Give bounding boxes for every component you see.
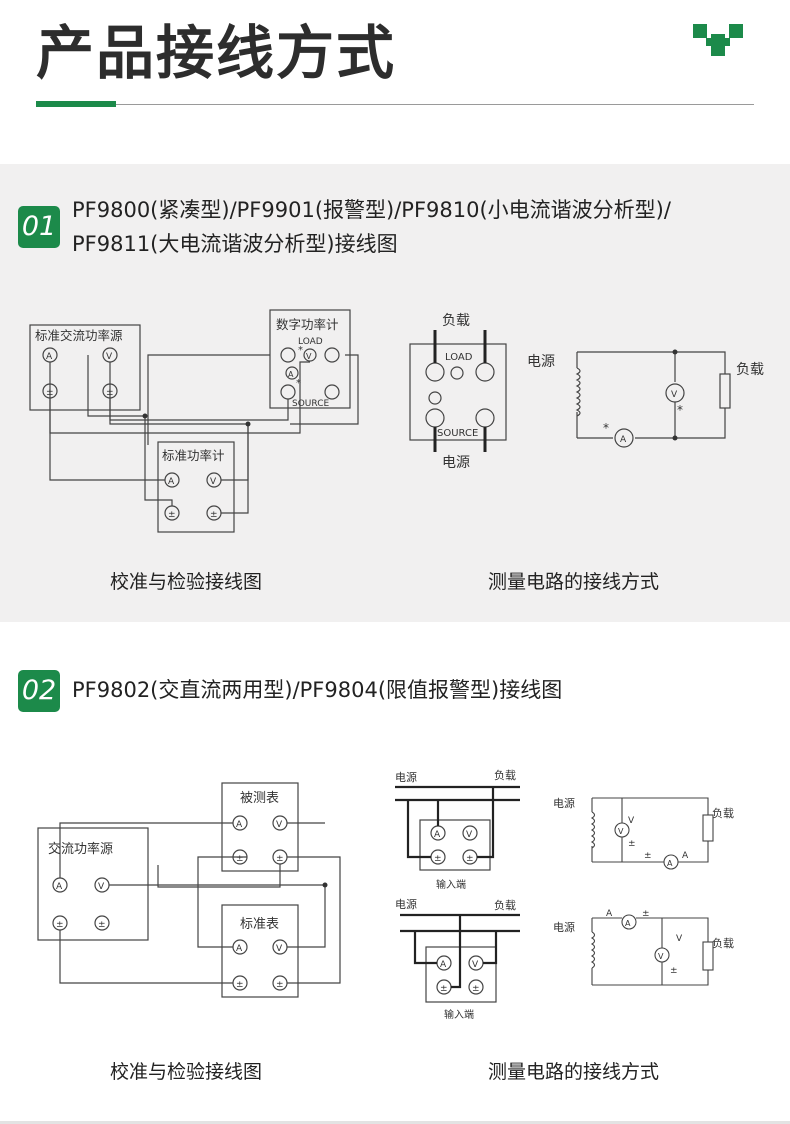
svg-text:A: A xyxy=(667,859,673,868)
section-1-schematic-diagram: 电源 负载 V A * * xyxy=(527,349,764,448)
a-terminal-label: A xyxy=(168,477,175,487)
section-2-calibration-diagram: 交流功率源 被测表 标准表 A V ± ± A V ± ± A V ± ± xyxy=(37,782,341,998)
section-2-input-block-diagram: 电源 负载 输入端 电源 负载 输入端 A V ± ± A V ± ± xyxy=(395,768,520,1021)
svg-text:A: A xyxy=(682,851,689,861)
page-title: 产品接线方式 xyxy=(36,19,397,87)
svg-text:±: ± xyxy=(466,854,474,864)
svg-text:±: ± xyxy=(434,854,442,864)
under-test-meter-label: 被测表 xyxy=(240,791,279,806)
footer-divider xyxy=(0,1121,790,1124)
svg-text:±: ± xyxy=(472,984,480,994)
pm-terminal-label: ± xyxy=(106,388,114,398)
header-divider xyxy=(36,104,754,105)
ac-source-label: 交流功率源 xyxy=(48,841,113,857)
svg-text:±: ± xyxy=(644,851,652,861)
v-terminal-label: V xyxy=(210,477,217,487)
svg-text:±: ± xyxy=(276,854,284,864)
svg-text:V: V xyxy=(671,390,678,400)
section-1-caption-left: 校准与检验接线图 xyxy=(110,571,263,593)
svg-text:±: ± xyxy=(440,984,448,994)
power-label: 电源 xyxy=(395,897,417,911)
svg-text:±: ± xyxy=(642,909,650,919)
svg-text:*: * xyxy=(603,421,609,435)
svg-text:V: V xyxy=(628,816,635,826)
load-terminal-label: LOAD xyxy=(298,337,323,347)
svg-text:V: V xyxy=(472,960,479,970)
section-2-caption-left: 校准与检验接线图 xyxy=(110,1061,263,1083)
input-terminal-label: 输入端 xyxy=(444,1008,474,1021)
std-ac-source-label: 标准交流功率源 xyxy=(35,328,123,343)
section-1-heading-line1: PF9800(紧凑型)/PF9901(报警型)/PF9810(小电流谐波分析型)… xyxy=(72,198,671,222)
section-1-background xyxy=(0,164,790,622)
section-1-heading-line2: PF9811(大电流谐波分析型)接线图 xyxy=(72,232,398,256)
section-2-heading: PF9802(交直流两用型)/PF9804(限值报警型)接线图 xyxy=(72,678,563,702)
v-terminal-label: V xyxy=(306,352,312,361)
svg-text:±: ± xyxy=(236,980,244,990)
power-label: 电源 xyxy=(395,770,417,784)
svg-text:A: A xyxy=(56,882,63,892)
svg-text:±: ± xyxy=(276,980,284,990)
svg-text:±: ± xyxy=(56,920,64,930)
svg-text:*: * xyxy=(677,403,683,417)
section-1-caption-right: 测量电路的接线方式 xyxy=(488,571,660,593)
svg-text:V: V xyxy=(658,952,664,961)
svg-text:±: ± xyxy=(670,966,678,976)
svg-text:V: V xyxy=(98,882,105,892)
section-1-meter-block-diagram: 负载 电源 LOAD SOURCE xyxy=(409,313,507,471)
section-2-schematic-diagram: 电源 负载 电源 负载 V A V ± ± A A V A ± V ± xyxy=(553,796,734,986)
svg-text:V: V xyxy=(276,820,283,830)
brand-logo-icon xyxy=(693,24,743,56)
svg-text:V: V xyxy=(466,830,473,840)
svg-text:±: ± xyxy=(236,854,244,864)
section-1-number-badge: 01 xyxy=(18,206,60,248)
star-mark: * xyxy=(298,345,303,356)
a-terminal-label: A xyxy=(46,352,53,362)
svg-text:A: A xyxy=(440,960,447,970)
section-1-calibration-diagram: 标准交流功率源 数字功率计 标准功率计 LOAD SOURCE * * A V … xyxy=(29,309,359,533)
header-accent-bar xyxy=(36,101,116,107)
svg-text:A: A xyxy=(236,820,243,830)
std-meter-label: 标准功率计 xyxy=(162,448,225,463)
svg-text:A: A xyxy=(434,830,441,840)
power-label: 电源 xyxy=(553,920,575,934)
section-2-caption-right: 测量电路的接线方式 xyxy=(488,1061,660,1083)
power-label: 电源 xyxy=(553,796,575,810)
svg-text:V: V xyxy=(618,827,624,836)
load-label: 负载 xyxy=(494,768,516,782)
power-label: 电源 xyxy=(527,354,555,370)
v-terminal-label: V xyxy=(106,352,113,362)
input-terminal-label: 输入端 xyxy=(436,878,466,891)
load-label: 负载 xyxy=(712,806,734,820)
section-2-number-badge: 02 xyxy=(18,670,60,712)
load-label: 负载 xyxy=(712,936,734,950)
svg-text:A: A xyxy=(620,435,627,445)
pm-terminal-label: ± xyxy=(168,510,176,520)
load-label: 负载 xyxy=(736,362,764,378)
svg-text:A: A xyxy=(625,919,631,928)
load-en-label: LOAD xyxy=(445,352,473,363)
standard-meter-label: 标准表 xyxy=(240,917,279,932)
pm-terminal-label: ± xyxy=(46,388,54,398)
source-en-label: SOURCE xyxy=(437,428,478,439)
source-terminal-label: SOURCE xyxy=(292,399,329,409)
svg-text:A: A xyxy=(606,909,613,919)
svg-text:±: ± xyxy=(98,920,106,930)
svg-text:±: ± xyxy=(628,839,636,849)
svg-text:V: V xyxy=(276,944,283,954)
svg-text:V: V xyxy=(676,934,683,944)
star-mark: * xyxy=(296,378,301,389)
a-terminal-label: A xyxy=(288,370,294,379)
digital-meter-label: 数字功率计 xyxy=(276,317,339,332)
pm-terminal-label: ± xyxy=(210,510,218,520)
load-label: 负载 xyxy=(494,898,516,912)
load-label: 负载 xyxy=(442,313,470,329)
power-label: 电源 xyxy=(442,455,470,471)
svg-text:A: A xyxy=(236,944,243,954)
